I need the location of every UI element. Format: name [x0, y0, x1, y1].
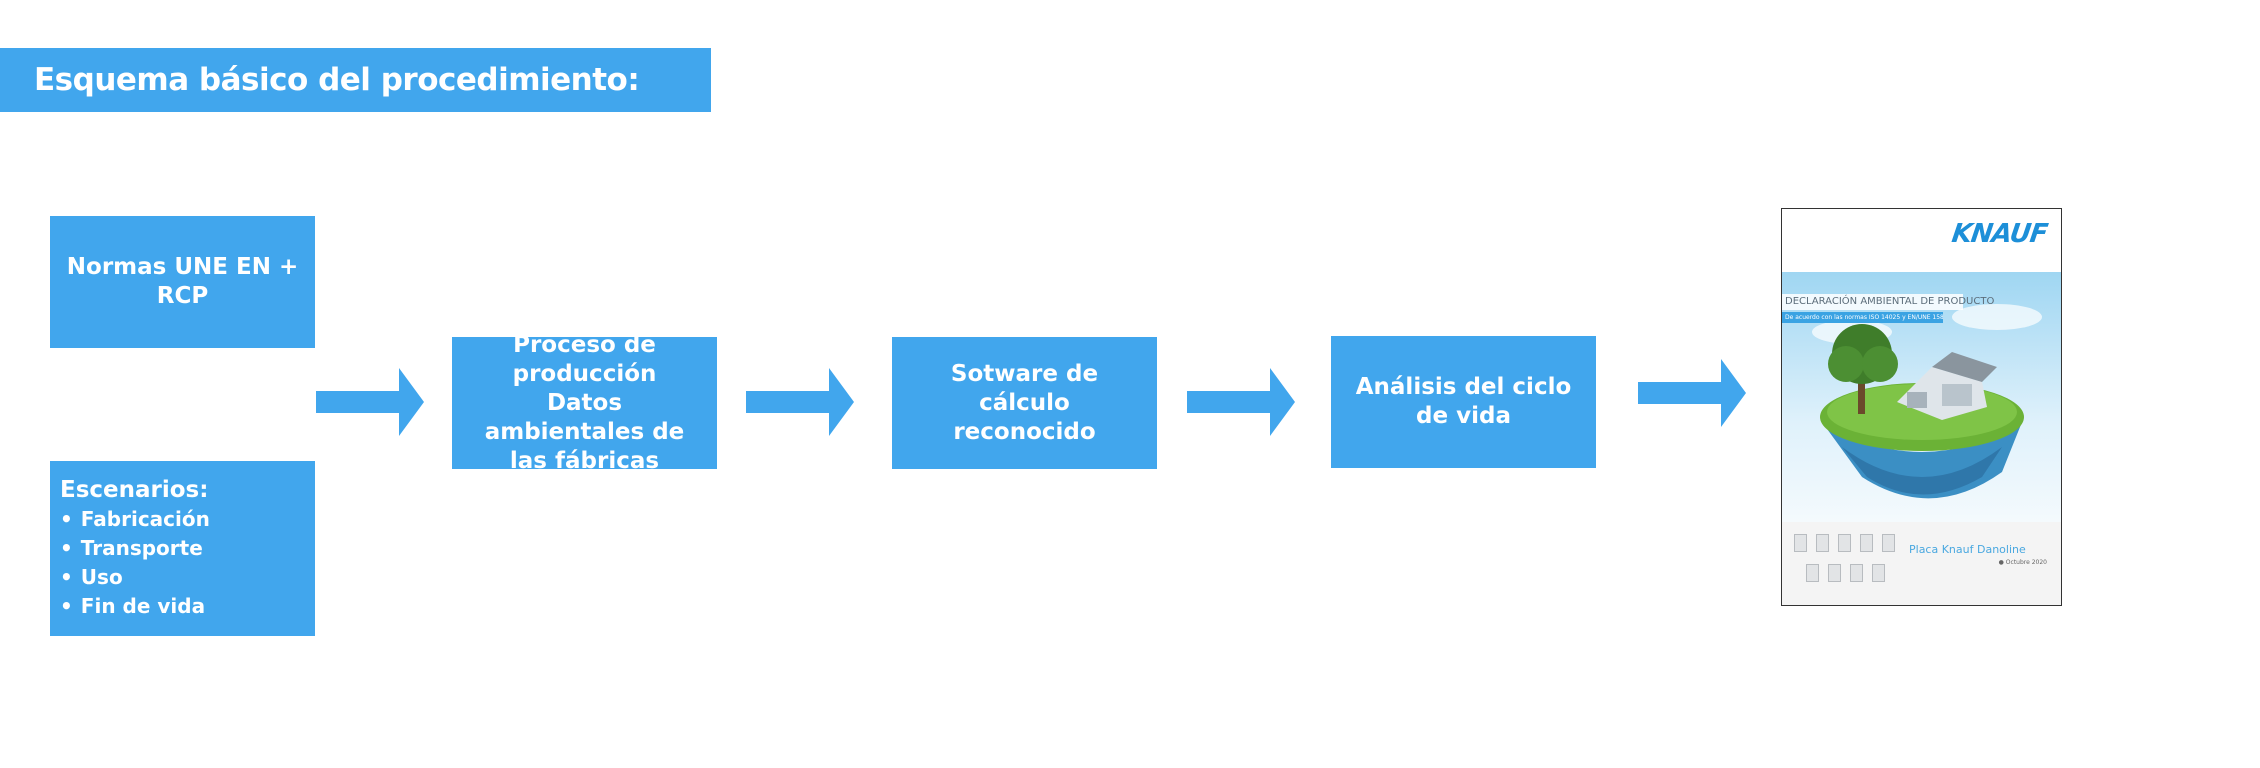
- escenario-item: Uso: [60, 563, 210, 592]
- escenarios-box: Escenarios: Fabricación Transporte Uso F…: [50, 461, 315, 636]
- software-label: Sotware de cálculo reconocido: [950, 360, 1099, 445]
- proceso-line1: Proceso de producción: [512, 331, 657, 387]
- floating-island-illustration: [1812, 304, 2042, 499]
- escenarios-list: Fabricación Transporte Uso Fin de vida: [60, 505, 210, 621]
- analisis-box: Análisis del ciclo de vida: [1331, 336, 1596, 468]
- document-footer: [1782, 522, 2061, 605]
- proceso-box: Proceso de producción Datos ambientales …: [452, 332, 717, 474]
- escenario-item: Fin de vida: [60, 592, 210, 621]
- document-product-name: Placa Knauf Danoline: [1909, 543, 2026, 556]
- proceso-line2: Datos ambientales de las fábricas: [484, 389, 685, 474]
- escenarios-heading: Escenarios:: [60, 477, 209, 503]
- arrow-right-icon: [1638, 359, 1746, 427]
- software-box: Sotware de cálculo reconocido: [892, 337, 1157, 469]
- page-title: Esquema básico del procedimiento:: [0, 48, 711, 112]
- escenario-item: Transporte: [60, 534, 210, 563]
- epd-document-thumbnail: KNAUF DECLARACIÓN AMBIENTAL DE PRODUCTO …: [1781, 208, 2062, 606]
- page-title-text: Esquema básico del procedimiento:: [34, 62, 640, 98]
- arrow-right-icon: [746, 368, 854, 436]
- normas-box: Normas UNE EN + RCP: [50, 216, 315, 348]
- analisis-label: Análisis del ciclo de vida: [1355, 374, 1572, 429]
- knauf-logo: KNAUF: [1950, 219, 2050, 249]
- document-heading: DECLARACIÓN AMBIENTAL DE PRODUCTO: [1782, 294, 1994, 310]
- escenario-item: Fabricación: [60, 505, 210, 534]
- arrow-right-icon: [1187, 368, 1295, 436]
- arrow-right-icon: [316, 368, 424, 436]
- document-date: ● Octubre 2020: [1998, 559, 2047, 566]
- normas-label: Normas UNE EN + RCP: [66, 254, 299, 309]
- document-subheading: De acuerdo con las normas ISO 14025 y EN…: [1782, 312, 1943, 323]
